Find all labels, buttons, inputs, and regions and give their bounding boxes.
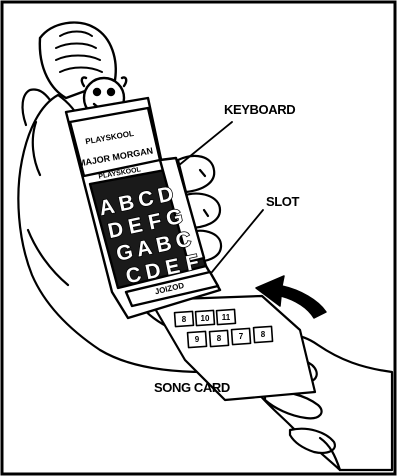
keyboard-label: KEYBOARD <box>224 102 295 117</box>
song-card-number: 8 <box>261 330 266 339</box>
slot-label: SLOT <box>266 194 300 209</box>
song-card-label: SONG CARD <box>154 380 230 395</box>
song-card-number: 7 <box>239 332 244 341</box>
song-card-number: 8 <box>217 334 222 343</box>
song-card-number: 8 <box>182 315 187 324</box>
song-card-number: 10 <box>201 314 210 323</box>
song-card-number: 11 <box>222 313 231 322</box>
song-card-number: 9 <box>195 335 200 344</box>
